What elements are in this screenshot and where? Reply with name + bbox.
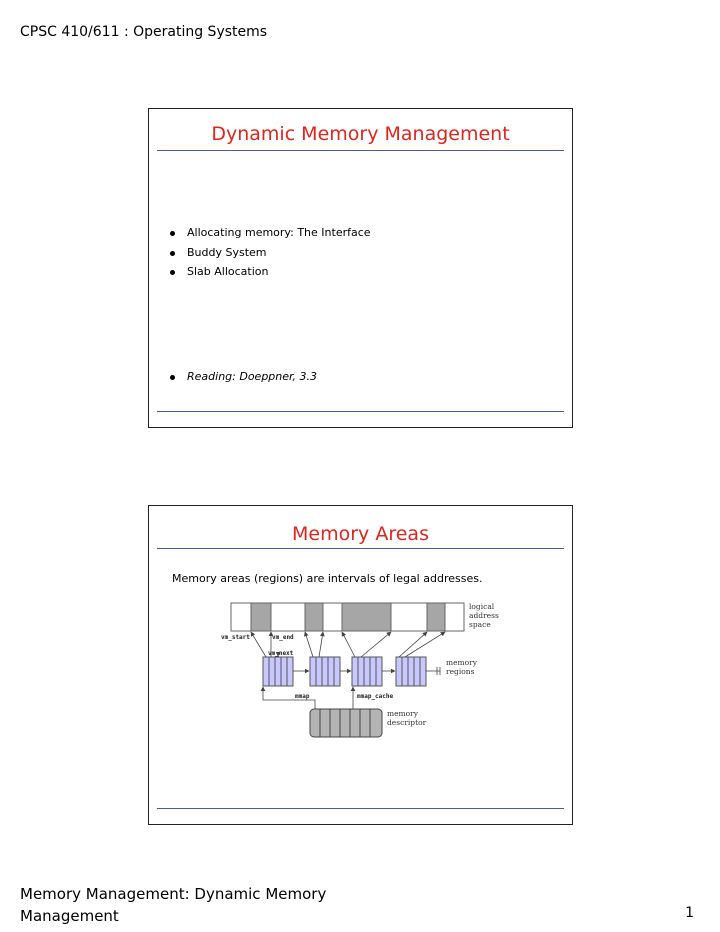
vm-start-label: vm_start <box>221 634 250 641</box>
page-number: 1 <box>685 905 694 921</box>
bottom-rule <box>157 411 564 412</box>
bullet-item: Slab Allocation <box>167 265 371 285</box>
memory-descriptor-box <box>309 708 383 738</box>
region-shaded <box>426 602 446 632</box>
vm-next-arrows <box>275 651 441 675</box>
page-header: CPSC 410/611 : Operating Systems <box>20 24 268 40</box>
logical-address-space-bar <box>230 602 465 632</box>
memory-region-boxes <box>262 656 427 687</box>
slide-dynamic-memory-management: Dynamic Memory Management Allocating mem… <box>148 108 573 428</box>
region-shaded <box>304 602 324 632</box>
logical-address-space-label: address <box>469 611 499 620</box>
memory-region-box <box>395 656 427 687</box>
bottom-rule <box>157 808 564 809</box>
memory-areas-diagram: logical address space vm_start vm_end vm… <box>221 602 499 738</box>
memory-region-box <box>309 656 341 687</box>
slide-memory-areas: Memory Areas Memory areas (regions) are … <box>148 505 573 825</box>
descriptor-arrows <box>260 686 356 709</box>
bullet-list: Allocating memory: The Interface Buddy S… <box>167 226 371 285</box>
bullet-item: Allocating memory: The Interface <box>167 226 371 246</box>
logical-address-space-label: space <box>469 620 491 629</box>
title-rule <box>157 548 564 549</box>
slide-title: Memory Areas <box>292 523 429 545</box>
mmap-cache-label: mmap_cache <box>357 693 394 700</box>
memory-region-box <box>262 656 294 687</box>
memory-descriptor-label: descriptor <box>387 718 427 727</box>
region-shaded <box>341 602 392 632</box>
memory-regions-label: regions <box>446 667 475 676</box>
vm-end-label: vm_end <box>272 634 294 641</box>
title-rule <box>157 150 564 151</box>
logical-address-space-label: logical <box>469 602 495 611</box>
region-to-address-arrows <box>250 631 446 658</box>
region-shaded <box>250 602 272 632</box>
footer-title: Memory Management: Dynamic Memory Manage… <box>20 885 327 925</box>
memory-region-box <box>351 656 383 687</box>
vm-next-label: vm_next <box>268 650 294 657</box>
memory-regions-label: memory <box>446 658 478 667</box>
bullet-item: Buddy System <box>167 246 371 266</box>
memory-descriptor-label: memory <box>387 709 419 718</box>
reading-list: Reading: Doeppner, 3.3 <box>167 370 317 390</box>
reading-item: Reading: Doeppner, 3.3 <box>167 370 317 390</box>
slide-title: Dynamic Memory Management <box>211 123 510 145</box>
slide-body-text: Memory areas (regions) are intervals of … <box>172 572 483 585</box>
mmap-label: mmap <box>295 693 310 700</box>
